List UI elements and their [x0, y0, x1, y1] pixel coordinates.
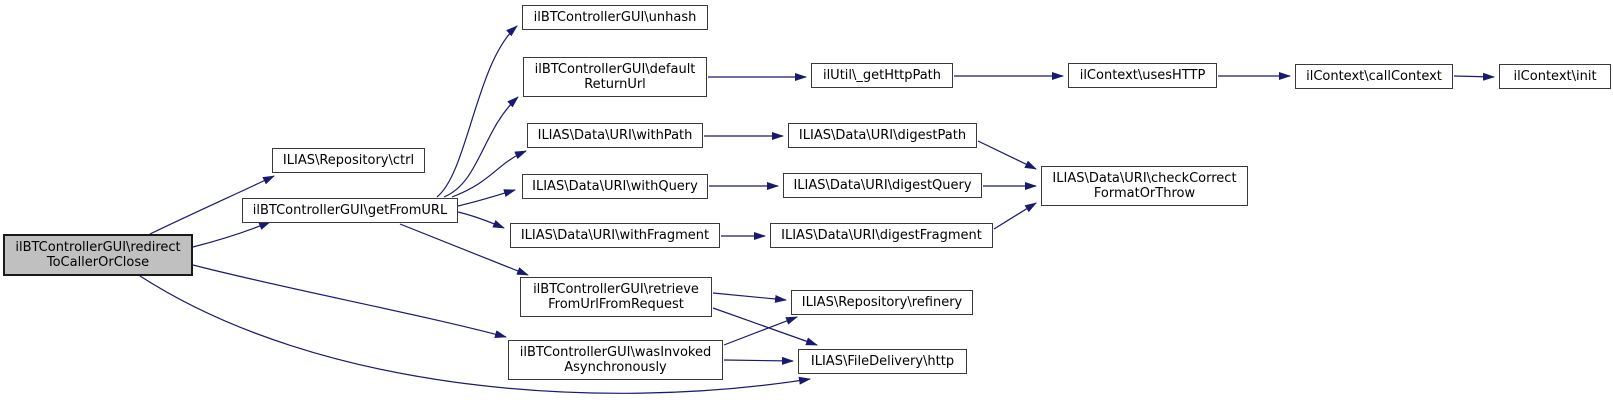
edge-redirect-to-http — [139, 275, 811, 394]
edge-redirect-to-get-from-url — [192, 221, 271, 248]
node-label-line: ILIAS\Data\URI\withFragment — [520, 228, 710, 243]
node-label-line: ILIAS\Data\URI\digestFragment — [781, 228, 982, 243]
node-label-line: ilBTControllerGUI\getFromURL — [252, 203, 448, 218]
node-unhash[interactable]: ilBTControllerGUI\unhash — [522, 5, 708, 30]
node-label-line: ILIAS\Data\URI\digestPath — [798, 128, 967, 143]
node-label-line: FormatOrThrow — [1093, 186, 1196, 201]
node-was-invoked-asynchronously[interactable]: ilBTControllerGUI\wasInvoked Asynchronou… — [508, 340, 723, 380]
node-label-line: ILIAS\Repository\refinery — [801, 295, 963, 310]
node-label-line: ILIAS\Data\URI\withQuery — [532, 179, 698, 194]
node-label-line: ReturnUrl — [584, 77, 646, 92]
node-refinery[interactable]: ILIAS\Repository\refinery — [791, 290, 973, 315]
node-label-line: FromUrlFromRequest — [548, 297, 684, 312]
node-label-line: ilUtil\_getHttpPath — [822, 68, 942, 83]
node-redirect-to-caller-or-close: ilBTControllerGUI\redirect ToCallerOrClo… — [3, 234, 193, 276]
edge-redirect-to-was-invoked — [192, 264, 507, 339]
node-label-line: ILIAS\Data\URI\checkCorrect — [1052, 171, 1237, 186]
node-with-fragment[interactable]: ILIAS\Data\URI\withFragment — [510, 223, 720, 248]
node-label-line: ilBTControllerGUI\default — [534, 62, 696, 77]
node-digest-path[interactable]: ILIAS\Data\URI\digestPath — [788, 123, 977, 148]
edge-get-from-url-to-unhash — [436, 25, 518, 198]
edge-digest-path-to-check-correct — [977, 140, 1037, 170]
node-uses-http[interactable]: ilContext\usesHTTP — [1068, 63, 1217, 88]
node-label-line: ILIAS\FileDelivery\http — [810, 354, 955, 369]
node-label-line: Asynchronously — [564, 360, 667, 375]
edge-get-from-url-to-retrieve — [399, 223, 529, 276]
node-ctrl[interactable]: ILIAS\Repository\ctrl — [272, 148, 425, 173]
edge-was-invoked-to-http — [723, 356, 794, 365]
node-label-line: ILIAS\Data\URI\withPath — [537, 128, 693, 143]
node-with-query[interactable]: ILIAS\Data\URI\withQuery — [522, 174, 708, 199]
edge-redirect-to-ctrl — [149, 175, 275, 235]
node-init[interactable]: ilContext\init — [1499, 64, 1611, 89]
node-label-line: ILIAS\Data\URI\digestQuery — [793, 178, 972, 193]
node-label-line: ILIAS\Repository\ctrl — [282, 153, 415, 168]
edge-was-invoked-to-refinery — [723, 316, 798, 346]
node-default-return-url[interactable]: ilBTControllerGUI\default ReturnUrl — [523, 57, 707, 97]
node-get-http-path[interactable]: ilUtil\_getHttpPath — [811, 63, 953, 88]
node-label-line: ilContext\callContext — [1306, 69, 1442, 84]
edge-get-from-url-to-default-return-url — [443, 96, 519, 198]
node-with-path[interactable]: ILIAS\Data\URI\withPath — [527, 123, 703, 148]
node-label-line: ToCallerOrClose — [46, 255, 150, 270]
edge-retrieve-to-refinery — [712, 292, 787, 303]
node-check-correct-format-or-throw[interactable]: ILIAS\Data\URI\checkCorrect FormatOrThro… — [1041, 166, 1248, 206]
node-get-from-url[interactable]: ilBTControllerGUI\getFromURL — [242, 198, 458, 223]
node-label-line: ilBTControllerGUI\wasInvoked — [519, 345, 712, 360]
node-label-line: ilBTControllerGUI\unhash — [533, 10, 697, 25]
node-digest-fragment[interactable]: ILIAS\Data\URI\digestFragment — [770, 223, 993, 248]
node-label-line: ilBTControllerGUI\redirect — [15, 240, 181, 255]
edge-get-from-url-to-with-fragment — [457, 211, 505, 229]
node-call-context[interactable]: ilContext\callContext — [1295, 64, 1453, 89]
node-label-line: ilContext\usesHTTP — [1079, 68, 1206, 83]
edge-digest-fragment-to-check-correct — [993, 202, 1037, 230]
edge-get-from-url-to-with-path — [451, 150, 527, 198]
node-label-line: ilBTControllerGUI\retrieve — [533, 282, 699, 297]
node-label-line: ilContext\init — [1513, 69, 1597, 84]
node-http[interactable]: ILIAS\FileDelivery\http — [798, 349, 967, 374]
edge-call-context-to-init — [1453, 72, 1495, 81]
node-digest-query[interactable]: ILIAS\Data\URI\digestQuery — [783, 173, 982, 198]
node-retrieve-from-url-from-request[interactable]: ilBTControllerGUI\retrieve FromUrlFromRe… — [520, 277, 712, 317]
edge-retrieve-to-http — [712, 307, 818, 346]
edge-get-from-url-to-with-query — [457, 189, 516, 207]
